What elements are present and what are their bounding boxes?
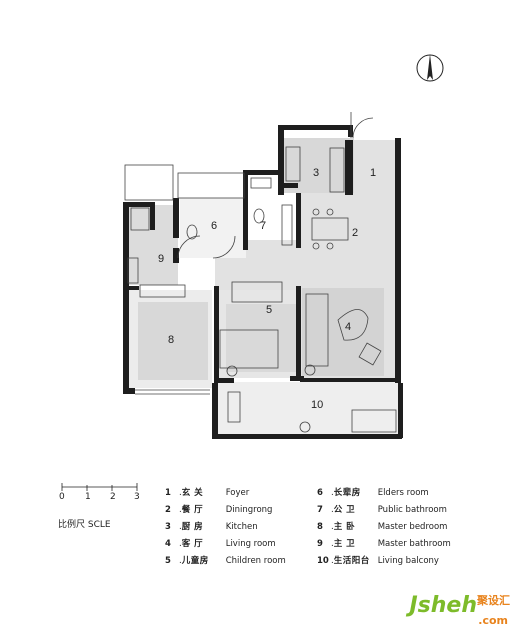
plan-label-1: 1 — [370, 167, 376, 179]
north-arrow-icon — [416, 54, 444, 82]
scale-tick-0: 0 — [59, 492, 65, 502]
floor-fills — [128, 138, 400, 434]
plan-label-9: 9 — [158, 253, 164, 265]
plan-label-5: 5 — [266, 304, 272, 316]
plan-label-10: 10 — [311, 399, 323, 411]
plan-label-6: 6 — [211, 220, 217, 232]
watermark-suffix: 聚设汇 — [477, 594, 510, 607]
plan-label-7: 7 — [260, 220, 266, 232]
plan-label-8: 8 — [168, 334, 174, 346]
plan-label-4: 4 — [345, 321, 351, 333]
watermark-text: Jsheh — [409, 593, 477, 618]
scale-tick-1: 1 — [85, 492, 91, 502]
watermark-logo: Jsheh聚设汇 .com — [409, 592, 510, 627]
scale-bar — [61, 483, 138, 491]
scale-tick-2: 2 — [110, 492, 116, 502]
plan-room-labels: 1 2 3 4 5 6 7 8 9 10 — [158, 167, 376, 411]
plan-label-3: 3 — [313, 167, 319, 179]
scale-tick-3: 3 — [134, 492, 140, 502]
plan-label-2: 2 — [352, 227, 358, 239]
watermark-domain: .com — [478, 614, 508, 627]
scale-title: 比例尺 SCLE — [58, 520, 111, 530]
walls — [123, 125, 403, 439]
fixtures — [124, 112, 397, 433]
